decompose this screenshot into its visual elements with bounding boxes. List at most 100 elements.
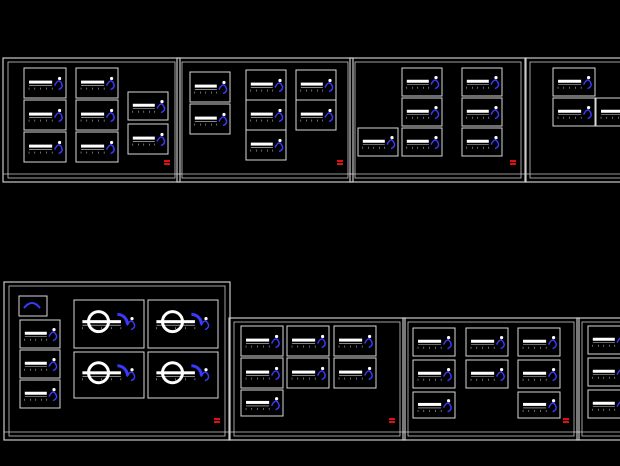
section-dot	[275, 397, 279, 401]
section-dot	[494, 106, 498, 110]
detail-panel	[357, 127, 399, 157]
section-symbol	[270, 338, 280, 349]
sheet-border	[3, 281, 231, 441]
sheet-inner-border	[233, 321, 401, 437]
section-symbol	[156, 136, 166, 147]
detail-panel	[333, 357, 377, 389]
section-symbol	[363, 338, 373, 349]
profile-strip	[592, 369, 615, 373]
ornament-ring	[87, 310, 110, 334]
profile-strip	[339, 370, 363, 374]
blue-arc	[191, 312, 203, 325]
section-dot	[552, 399, 556, 403]
profile-strip	[82, 320, 121, 324]
red-stamp	[164, 160, 170, 162]
blue-arc	[191, 364, 203, 376]
detail-panel-frame	[401, 127, 443, 157]
detail-panel-frame	[73, 351, 145, 399]
detail-panel	[412, 327, 456, 357]
detail-panel	[517, 359, 561, 389]
section-symbol	[547, 402, 557, 413]
detail-panel	[587, 357, 620, 387]
sheet-border	[576, 317, 620, 441]
sheet-inner-border	[354, 61, 522, 179]
detail-panel	[245, 129, 287, 161]
section-dot	[204, 317, 208, 321]
section-dot	[368, 334, 372, 339]
profile-strip	[156, 320, 195, 324]
detail-panel-frame	[461, 127, 503, 157]
detail-panel	[401, 97, 443, 127]
section-symbol	[386, 139, 396, 150]
detail-panel-frame	[587, 325, 620, 355]
detail-panel-frame	[75, 67, 119, 99]
detail-panel	[401, 127, 443, 157]
sheet-inner-border	[581, 321, 620, 437]
detail-panel-frame	[19, 319, 61, 349]
section-symbol	[270, 400, 280, 411]
section-symbol	[490, 109, 500, 120]
detail-panel	[595, 97, 620, 127]
detail-panel-frame	[286, 357, 330, 389]
section-dot	[434, 76, 438, 80]
detail-panel-frame	[295, 99, 337, 131]
red-stamp	[214, 418, 220, 420]
detail-panel-frame	[73, 299, 145, 349]
section-dot	[58, 76, 62, 81]
section-dot	[447, 368, 451, 372]
detail-panel-frame	[552, 97, 596, 127]
detail-panel	[552, 67, 596, 97]
profile-strip	[406, 139, 429, 143]
detail-panel-frame	[127, 91, 169, 121]
detail-panel-frame	[240, 357, 284, 389]
detail-panel	[73, 299, 145, 349]
profile-strip	[132, 136, 155, 140]
detail-panel-frame	[517, 359, 561, 389]
detail-panel-frame	[412, 391, 456, 419]
section-dot	[278, 138, 282, 143]
detail-panel-frame	[552, 67, 596, 97]
detail-panel	[461, 127, 503, 157]
profile-strip	[246, 338, 270, 342]
detail-panel	[127, 123, 169, 155]
section-dot	[328, 78, 332, 83]
legend-box	[18, 295, 48, 317]
profile-strip	[558, 79, 582, 83]
section-dot	[52, 358, 56, 362]
red-stamp	[389, 418, 395, 420]
profile-strip	[471, 339, 495, 343]
sheet-5	[3, 281, 231, 441]
detail-panel	[75, 131, 119, 163]
section-dot	[390, 136, 394, 140]
profile-strip	[29, 80, 53, 84]
detail-panel	[401, 67, 443, 97]
detail-panel	[240, 357, 284, 389]
section-dot	[447, 336, 451, 340]
section-dot	[222, 112, 226, 117]
profile-strip	[292, 370, 316, 374]
detail-panel-frame	[75, 131, 119, 163]
profile-strip	[246, 370, 270, 374]
sheet-inner-border	[7, 61, 176, 179]
section-dot	[494, 136, 498, 140]
sheet-inner-border	[529, 61, 620, 179]
detail-panel-frame	[240, 389, 284, 417]
profile-strip	[466, 79, 489, 83]
section-dot	[321, 334, 325, 339]
section-dot	[500, 336, 504, 340]
section-symbol	[316, 370, 326, 381]
profile-strip	[82, 371, 121, 375]
section-symbol	[48, 391, 58, 402]
section-dot	[110, 140, 114, 145]
profile-strip	[29, 144, 53, 148]
section-symbol	[616, 337, 620, 343]
section-dot	[587, 76, 591, 80]
red-stamp	[563, 418, 569, 420]
section-symbol	[274, 82, 284, 93]
detail-panel	[461, 67, 503, 97]
section-dot	[434, 136, 438, 140]
detail-panel-frame	[465, 327, 509, 357]
detail-panel-frame	[401, 67, 443, 97]
profile-strip	[558, 109, 582, 113]
